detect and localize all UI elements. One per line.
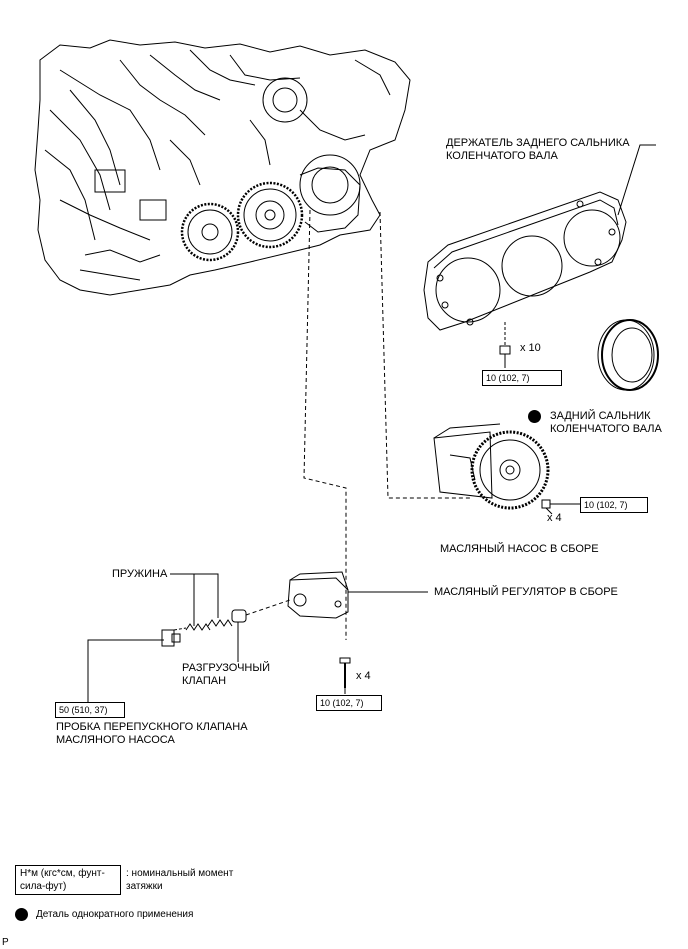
- plug-illustration: [161, 629, 181, 647]
- oil-regulator-label: МАСЛЯНЫЙ РЕГУЛЯТОР В СБОРЕ: [434, 586, 618, 598]
- label-line: МАСЛЯНОГО НАСОСА: [56, 734, 175, 746]
- retainer-bolt-quantity: x 10: [520, 342, 541, 354]
- legend-non-reusable-icon: [15, 908, 28, 921]
- corner-mark: P: [2, 937, 9, 948]
- retainer-bolt-illustration: [499, 345, 511, 368]
- label-line: сила-фут): [20, 881, 67, 892]
- relief-valve-plug-label: ПРОБКА ПЕРЕПУСКНОГО КЛАПАНА МАСЛЯНОГО НА…: [56, 721, 248, 747]
- engine-block-illustration: [34, 39, 411, 296]
- pump-torque-box: 10 (102, 7): [580, 497, 648, 513]
- label-line: ЗАДНИЙ САЛЬНИК: [550, 410, 651, 422]
- rear-oil-seal-retainer-label: ДЕРЖАТЕЛЬ ЗАДНЕГО САЛЬНИКА КОЛЕНЧАТОГО В…: [446, 137, 630, 163]
- oil-pump-label: МАСЛЯНЫЙ НАСОС В СБОРЕ: [440, 543, 599, 555]
- pump-bolt-quantity: x 4: [547, 512, 562, 524]
- rear-oil-seal-illustration: [597, 319, 659, 391]
- legend-torque-description: : номинальный момент затяжки: [126, 867, 233, 893]
- retainer-torque-box: 10 (102, 7): [482, 370, 562, 386]
- relief-valve-illustration: [231, 609, 247, 623]
- label-line: КЛАПАН: [182, 675, 227, 687]
- label-line: РАЗГРУЗОЧНЫЙ: [182, 662, 271, 674]
- label-line: ПРОБКА ПЕРЕПУСКНОГО КЛАПАНА: [56, 721, 248, 733]
- label-line: затяжки: [126, 881, 163, 892]
- relief-valve-label: РАЗГРУЗОЧНЫЙ КЛАПАН: [182, 662, 270, 688]
- plug-torque-box: 50 (510, 37): [55, 702, 125, 718]
- label-line: КОЛЕНЧАТОГО ВАЛА: [446, 150, 558, 162]
- spring-illustration: [185, 619, 233, 631]
- label-line: ДЕРЖАТЕЛЬ ЗАДНЕГО САЛЬНИКА: [446, 137, 630, 149]
- regulator-bolt-quantity: x 4: [356, 670, 371, 682]
- legend-torque-units-box: Н*м (кгс*см, фунт- сила-фут): [15, 865, 121, 895]
- spring-label: ПРУЖИНА: [112, 568, 168, 580]
- regulator-torque-box: 10 (102, 7): [316, 695, 382, 711]
- oil-regulator-illustration: [287, 571, 349, 619]
- rear-oil-seal-retainer-illustration: [423, 191, 627, 331]
- label-line: КОЛЕНЧАТОГО ВАЛА: [550, 423, 662, 435]
- label-line: Н*м (кгс*см, фунт-: [20, 868, 105, 879]
- regulator-bolt-illustration: [339, 657, 351, 688]
- oil-pump-illustration: [433, 423, 550, 510]
- legend-non-reusable-text: Деталь однократного применения: [36, 909, 194, 920]
- non-reusable-part-icon: [528, 410, 541, 423]
- rear-oil-seal-label: ЗАДНИЙ САЛЬНИК КОЛЕНЧАТОГО ВАЛА: [550, 410, 662, 436]
- label-line: : номинальный момент: [126, 868, 234, 879]
